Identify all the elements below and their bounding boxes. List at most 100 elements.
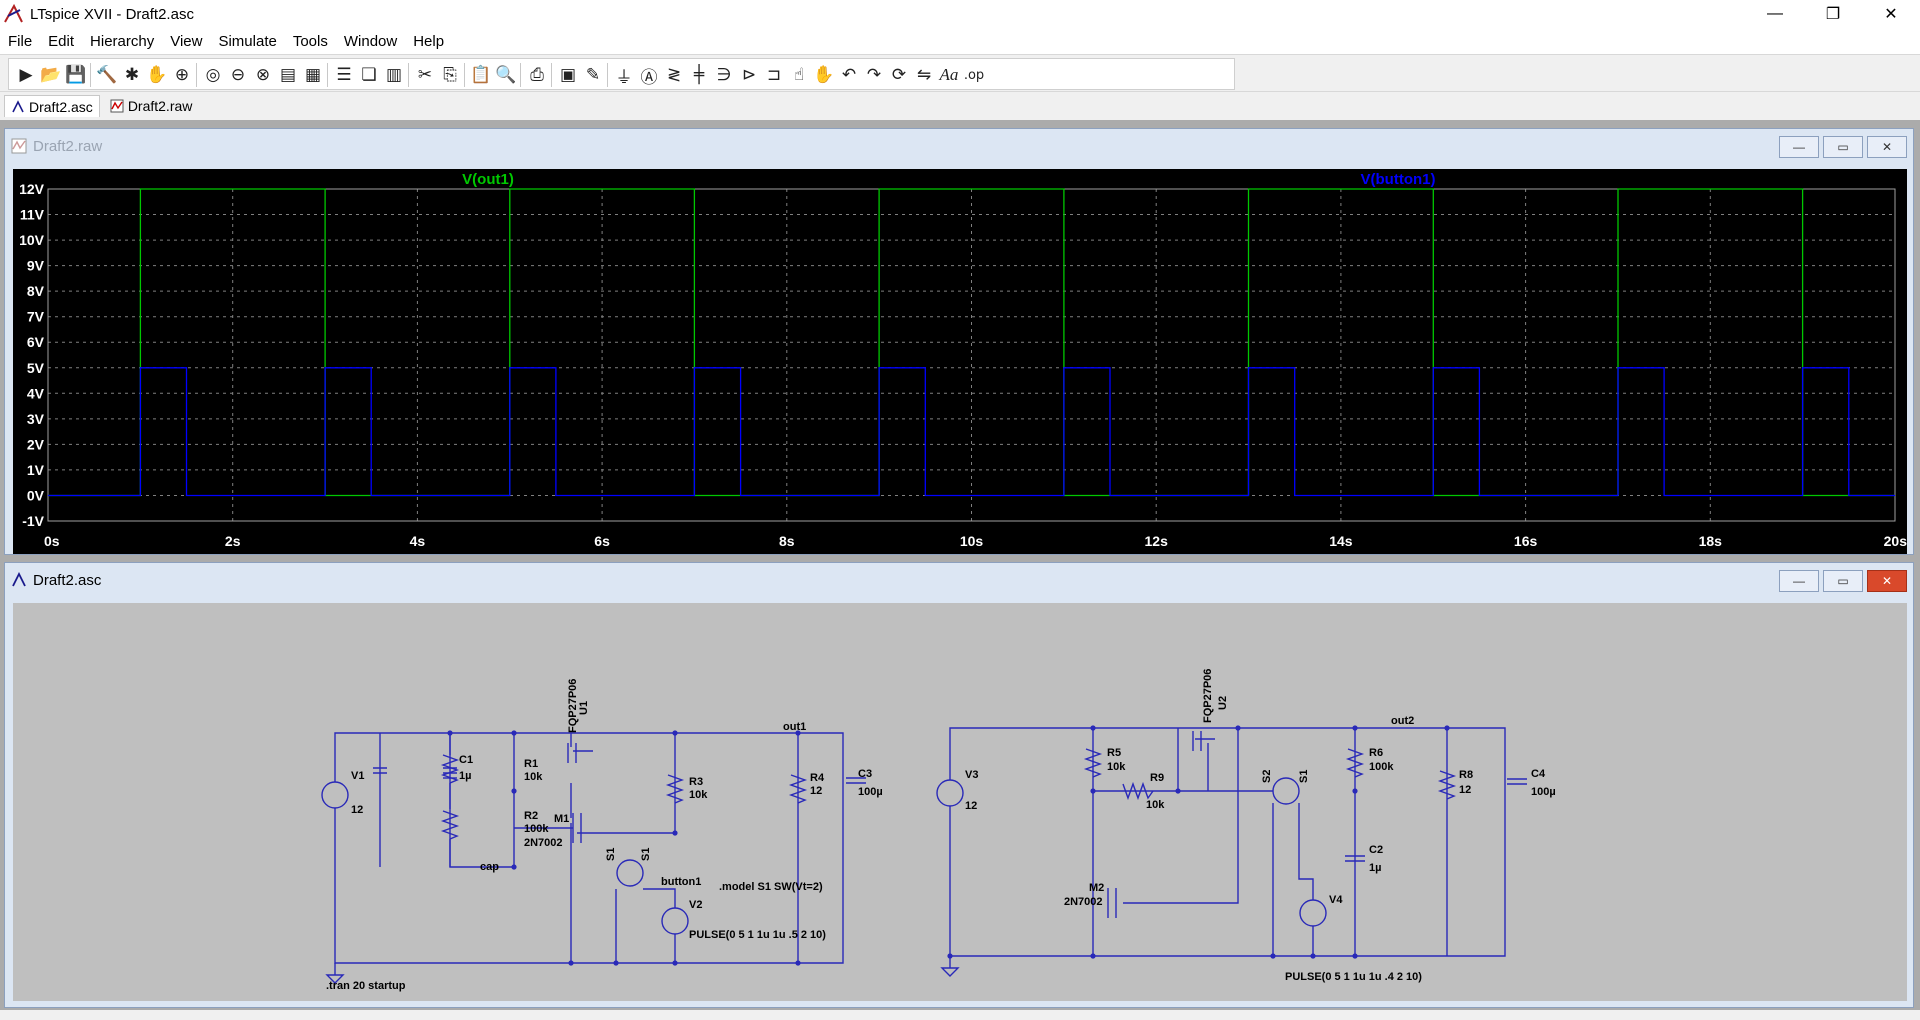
resistor-icon[interactable]: ≷ (666, 65, 682, 85)
restore-button[interactable]: ❐ (1825, 6, 1841, 23)
schematic-close-button[interactable]: ✕ (1867, 570, 1907, 592)
resistor-r4-symbol[interactable] (788, 774, 808, 804)
resistor-r9-symbol[interactable] (1122, 781, 1154, 801)
rotate-icon[interactable]: ⟳ (891, 65, 907, 85)
find-icon[interactable]: 🔍 (495, 65, 517, 85)
legend-v-button1[interactable]: V(button1) (1361, 171, 1436, 188)
menu-hierarchy[interactable]: Hierarchy (90, 32, 155, 50)
series-line-v-button1[interactable] (48, 367, 1895, 497)
y-tick-label: -1V (22, 513, 44, 529)
open-icon[interactable]: 📂 (40, 65, 62, 85)
plot-maximize-button[interactable]: ▭ (1823, 136, 1863, 158)
pmos-u1-symbol[interactable] (567, 743, 593, 763)
resistor-r1-symbol[interactable] (440, 754, 460, 784)
minimize-button[interactable]: — (1767, 5, 1783, 22)
schematic-window-titlebar[interactable]: Draft2.asc (5, 563, 1913, 597)
voltage-source-v1-symbol[interactable] (321, 781, 349, 809)
grid-icon[interactable]: ▦ (304, 65, 322, 85)
redo-icon[interactable]: ↷ (866, 65, 882, 85)
menu-file[interactable]: File (8, 32, 33, 50)
tran-directive[interactable]: .tran 20 startup (326, 980, 406, 992)
zoom-fit-icon[interactable]: ◎ (205, 65, 221, 85)
capacitor-c3-symbol[interactable] (846, 777, 866, 784)
net-label-cap[interactable]: cap (480, 861, 499, 873)
undo-icon[interactable]: ↶ (841, 65, 857, 85)
switch-s1-symbol[interactable] (616, 859, 644, 887)
series-line-v-out1[interactable] (48, 188, 1895, 497)
resistor-r6-symbol[interactable] (1345, 748, 1365, 778)
print-icon[interactable]: ⎙ (530, 65, 544, 85)
control-panel-icon[interactable]: 🔨 (96, 65, 118, 85)
cascade-icon[interactable]: ❏ (361, 65, 377, 85)
drag-icon[interactable]: ✋ (813, 65, 835, 85)
copy-icon[interactable]: ⎘ (443, 65, 457, 85)
print-setup-icon[interactable]: ▣ (559, 65, 577, 85)
schematic-minimize-button[interactable]: — (1779, 570, 1819, 592)
toolbar-separator (520, 63, 521, 87)
zoom-out-icon[interactable]: ⊖ (230, 65, 246, 85)
net-label-out2[interactable]: out2 (1391, 715, 1414, 727)
x-tick-label: 14s (1329, 533, 1353, 549)
inductor-icon[interactable]: ∋ (716, 65, 732, 85)
voltage-source-v3-symbol[interactable] (936, 779, 964, 807)
close-button[interactable]: ✕ (1884, 6, 1898, 23)
menu-window[interactable]: Window (343, 32, 398, 50)
ground-icon[interactable]: ⏚ (615, 67, 633, 88)
legend-v-out1[interactable]: V(out1) (462, 171, 514, 188)
pan-icon[interactable]: ✋ (146, 65, 168, 85)
capacitor-c2-symbol[interactable] (1345, 855, 1365, 862)
plot-minimize-button[interactable]: — (1779, 136, 1819, 158)
resistor-r5-symbol[interactable] (1083, 748, 1103, 778)
text-icon[interactable]: Aa (939, 65, 959, 84)
resistor-r2-symbol[interactable] (440, 810, 460, 840)
autorange-icon[interactable]: ▤ (279, 65, 297, 85)
resistor-r3-symbol[interactable] (665, 774, 685, 804)
halt-icon[interactable]: ✱ (124, 65, 140, 85)
cut-icon[interactable]: ✂ (417, 65, 433, 85)
voltage-source-v4-symbol[interactable] (1299, 899, 1327, 927)
model-directive[interactable]: .model S1 SW(Vt=2) (719, 881, 823, 893)
move-icon[interactable]: ☝ (793, 65, 805, 85)
voltage-source-v2-symbol[interactable] (661, 907, 689, 935)
menu-simulate[interactable]: Simulate (218, 32, 277, 50)
net-label-button1[interactable]: button1 (661, 876, 701, 888)
mirror-icon[interactable]: ⇋ (916, 65, 932, 85)
diode-icon[interactable]: ⊳ (741, 65, 757, 85)
r4-label: R4 (810, 772, 825, 784)
net-label-out1[interactable]: out1 (783, 721, 806, 733)
capacitor-icon[interactable]: ╪ (693, 65, 705, 85)
tab-draft2-asc[interactable]: Draft2.asc (4, 95, 100, 117)
menu-view[interactable]: View (170, 32, 203, 50)
pmos-u2-symbol[interactable] (1192, 731, 1215, 751)
y-tick-label: 5V (27, 360, 45, 376)
zoom-cancel-icon[interactable]: ⊗ (255, 65, 271, 85)
schematic-drawing[interactable]: V1 12 C1 1µ R1 10k R2 100k M1 2N7002 U1 … (13, 603, 1907, 1001)
tile-horizontal-icon[interactable]: ☰ (336, 65, 352, 85)
capacitor-c1-symbol[interactable] (373, 733, 387, 867)
waveform-window-titlebar[interactable]: Draft2.raw (5, 129, 1913, 163)
nmos-m2-symbol[interactable] (1107, 888, 1117, 918)
tab-draft2-raw[interactable]: Draft2.raw (104, 95, 199, 117)
schematic-canvas[interactable]: V1 12 C1 1µ R1 10k R2 100k M1 2N7002 U1 … (13, 603, 1907, 1001)
schematic-maximize-button[interactable]: ▭ (1823, 570, 1863, 592)
spice-directive-icon[interactable]: .op (963, 67, 985, 83)
tile-vertical-icon[interactable]: ▥ (385, 65, 403, 85)
m1-label: M1 (554, 813, 569, 825)
menu-edit[interactable]: Edit (48, 32, 75, 50)
resistor-r8-symbol[interactable] (1437, 770, 1457, 800)
switch-s2-symbol[interactable] (1272, 777, 1300, 805)
menu-help[interactable]: Help (413, 32, 445, 50)
paste-icon[interactable]: 📋 (470, 65, 492, 85)
run-icon[interactable]: ▶ (19, 65, 33, 85)
save-icon[interactable]: 💾 (65, 65, 87, 85)
nmos-m1-symbol[interactable] (572, 813, 582, 843)
capacitor-c4-symbol[interactable] (1507, 778, 1527, 785)
plot-close-button[interactable]: ✕ (1867, 136, 1907, 158)
zoom-in-icon[interactable]: ⊕ (174, 65, 190, 85)
component-icon[interactable]: ⊐ (766, 65, 782, 85)
menu-tools[interactable]: Tools (292, 32, 328, 50)
draw-wire-icon[interactable]: ✎ (585, 65, 601, 85)
label-net-icon[interactable]: Ⓐ (640, 67, 658, 88)
